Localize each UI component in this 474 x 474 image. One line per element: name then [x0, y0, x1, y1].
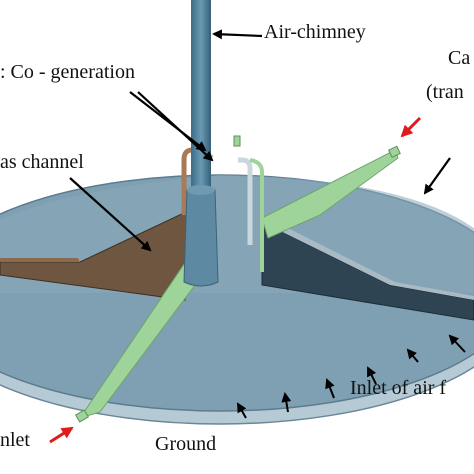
air-chimney-arrow: [212, 29, 263, 40]
rim-arrow-4: [367, 366, 377, 385]
inlet-connector-left: [74, 409, 90, 423]
gas-channel-label: as channel: [0, 151, 84, 173]
pipe-tip: [233, 135, 241, 147]
co-generation-arrow-2: [137, 91, 214, 162]
ground-label: Ground: [155, 433, 217, 455]
green-channel-upper-right: [261, 149, 399, 239]
inlet-of-air-label: Inlet of air f: [350, 377, 447, 399]
rim-arrow-3: [325, 378, 335, 399]
inlet-connector-right: [388, 145, 401, 158]
gas-channel-dark: [261, 221, 474, 321]
air-chimney-base: [183, 189, 219, 287]
pipe-right-inner: [249, 158, 264, 272]
air-chimney-foot: [187, 185, 215, 195]
co-generation-label: : Co - generation: [0, 61, 135, 83]
rim-arrow-2: [281, 392, 292, 413]
collector-sub-label: (tran: [426, 81, 464, 103]
collector-label: Ca: [448, 47, 471, 69]
rim-arrow-6: [448, 334, 466, 353]
gas-channel-brown-side: [0, 258, 80, 262]
red-inlet-arrow-right: [400, 116, 422, 138]
inlet-left-label: nlet: [0, 429, 30, 451]
air-chimney-label: Air-chimney: [264, 21, 366, 43]
rim-arrow-5: [406, 348, 419, 363]
red-inlet-arrow-left: [49, 426, 74, 444]
collector-arrow: [423, 157, 451, 195]
co-generation-arrow-1: [129, 91, 207, 152]
gas-channel-arrow: [69, 177, 152, 252]
air-chimney: [191, 0, 211, 200]
pipe-right: [238, 157, 253, 245]
rim-arrow-1: [237, 402, 247, 419]
